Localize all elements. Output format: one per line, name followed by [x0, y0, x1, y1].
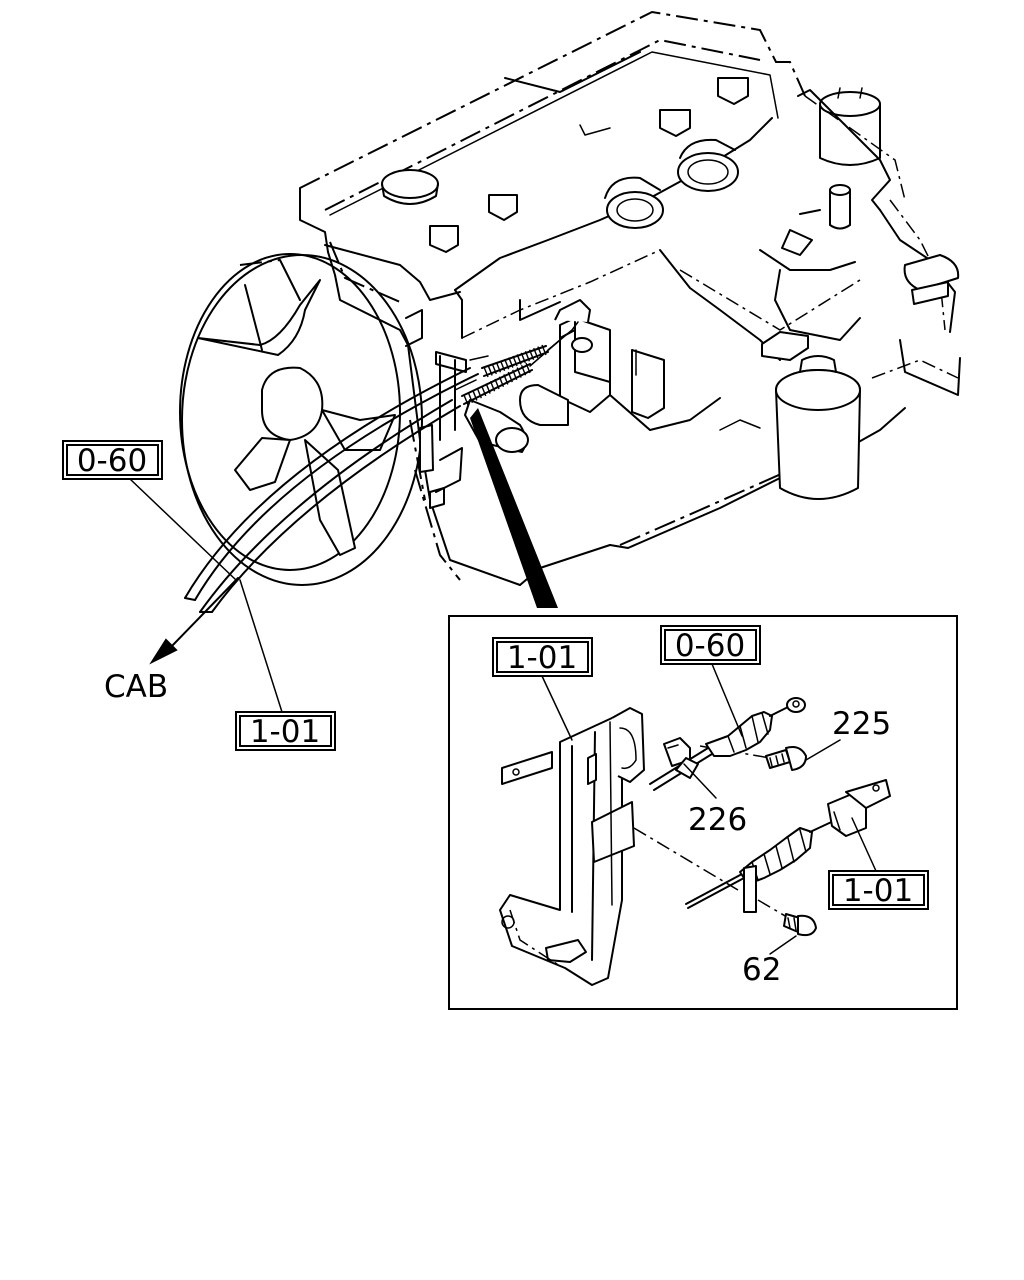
coil-mark	[481, 385, 487, 397]
coil-mark	[494, 378, 500, 390]
callout-62-text: 62	[742, 952, 781, 988]
coil-mark	[495, 362, 502, 373]
detail-view: 1-01 0-60 225 226 1-01 62	[448, 615, 958, 1010]
cable-end-1-01	[685, 779, 891, 913]
coil-mark	[499, 360, 506, 371]
bolt-62	[783, 913, 817, 937]
callout-0-60-main-text: 0-60	[77, 443, 147, 479]
coil-mark	[520, 365, 527, 376]
coil-mark	[533, 347, 539, 359]
coil-mark	[472, 390, 478, 401]
coil-mark	[467, 392, 474, 403]
coil-mark	[537, 346, 543, 357]
coil-mark	[463, 394, 469, 406]
coil-mark	[487, 365, 493, 376]
spring-coils	[463, 344, 547, 406]
cab-direction-arrow	[149, 577, 239, 665]
coil-mark	[528, 349, 535, 360]
coil-mark	[485, 383, 491, 394]
coil-mark	[512, 369, 518, 381]
coil-mark	[525, 362, 531, 374]
coil-mark	[516, 367, 522, 378]
detail-pointer-arrow	[470, 408, 558, 608]
callout-0-60-detail-text: 0-60	[675, 628, 745, 664]
cable-end-0-60	[649, 697, 806, 791]
callout-1-01-main-text: 1-01	[250, 714, 320, 750]
callout-225-text: 225	[832, 706, 891, 742]
coil-mark	[498, 376, 505, 387]
coil-mark	[483, 366, 489, 378]
control-cables	[184, 367, 479, 613]
mounting-bracket	[499, 707, 645, 986]
callout-1-01-detail-right-text: 1-01	[843, 873, 913, 909]
coil-mark	[504, 358, 510, 370]
coil-mark	[491, 363, 497, 375]
callout-1-01-main: 1-01	[235, 579, 336, 751]
coil-mark	[541, 344, 547, 356]
coil-mark	[476, 387, 482, 399]
coil-mark	[508, 357, 514, 368]
coil-mark	[503, 374, 509, 385]
callout-1-01-detail-right: 1-01	[828, 817, 929, 910]
cab-label: CAB	[104, 669, 168, 705]
callout-226: 226	[683, 763, 747, 838]
callout-225: 225	[805, 706, 891, 761]
callout-0-60-detail: 0-60	[660, 625, 761, 737]
callout-0-60-main: 0-60	[62, 440, 237, 581]
engine-assembly	[179, 10, 961, 586]
callout-1-01-detail-top-text: 1-01	[507, 640, 577, 676]
callout-226-text: 226	[688, 802, 747, 838]
coil-mark	[512, 355, 518, 367]
callout-1-01-detail-top: 1-01	[492, 637, 593, 741]
bolt-225	[765, 746, 807, 771]
coil-mark	[524, 351, 531, 362]
coil-mark	[520, 352, 526, 364]
callout-62: 62	[742, 935, 797, 988]
coil-mark	[507, 371, 513, 383]
coil-mark	[489, 381, 496, 392]
coil-mark	[516, 354, 522, 365]
